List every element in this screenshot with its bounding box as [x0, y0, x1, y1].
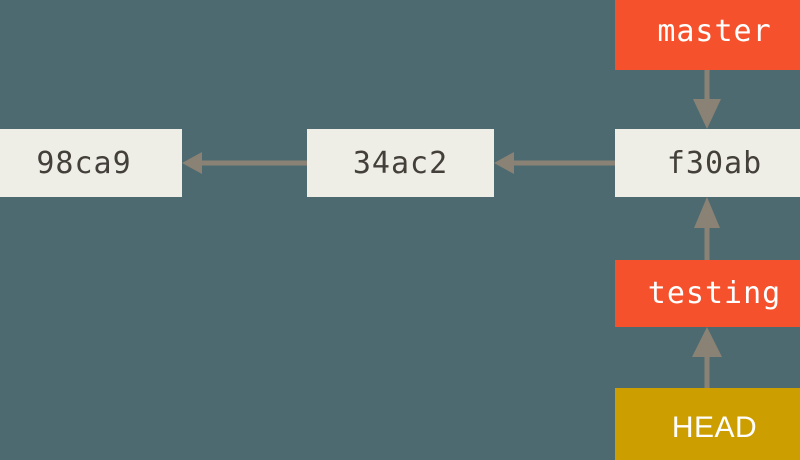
edge-master-to-f30ab — [693, 70, 721, 129]
branch-node-master[interactable]: master — [615, 0, 800, 70]
head-pointer-label: HEAD — [671, 411, 758, 444]
commit-node-34ac2[interactable]: 34ac2 — [307, 129, 494, 197]
edge-head-to-testing — [692, 327, 722, 388]
commit-node-98ca9[interactable]: 98ca9 — [0, 129, 182, 197]
commit-label-f30ab: f30ab — [666, 145, 763, 181]
edge-f30ab-to-34ac2 — [494, 152, 615, 174]
branch-label-testing: testing — [647, 276, 782, 311]
head-pointer-node[interactable]: HEAD — [615, 388, 800, 460]
commit-node-f30ab[interactable]: f30ab — [615, 129, 800, 197]
commit-label-34ac2: 34ac2 — [352, 145, 449, 181]
branch-node-testing[interactable]: testing — [615, 260, 800, 327]
commit-label-98ca9: 98ca9 — [36, 145, 132, 181]
edge-testing-to-f30ab — [694, 197, 720, 260]
branch-label-master: master — [657, 13, 772, 49]
edge-34ac2-to-98ca9 — [182, 152, 307, 174]
